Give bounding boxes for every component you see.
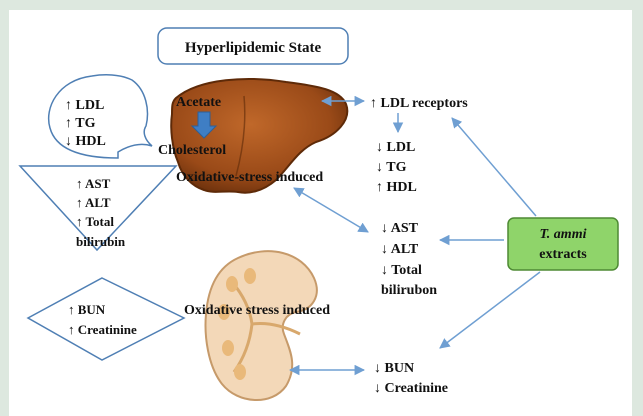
result-hdl: ↑ HDL bbox=[376, 180, 417, 195]
arrow-extract-receptors bbox=[452, 118, 536, 216]
result-creatinine: ↓ Creatinine bbox=[374, 381, 448, 396]
extract-box: T. ammi extracts bbox=[508, 218, 618, 270]
result-ast: ↓ AST bbox=[381, 221, 419, 236]
triangle-alt: ↑ ALT bbox=[76, 195, 111, 210]
result-ldl: ↓ LDL bbox=[376, 140, 415, 155]
extract-name: T. ammi bbox=[540, 227, 587, 242]
bubble-tg: ↑ TG bbox=[65, 116, 96, 131]
arrow-stress-enzymes bbox=[294, 188, 368, 232]
ldl-receptors-label: ↑ LDL receptors bbox=[370, 96, 468, 111]
liver-illustration: Acetate Cholesterol Oxidative-stress ind… bbox=[158, 79, 347, 193]
liver-triangle: ↑ AST ↑ ALT ↑ Total bilirubin bbox=[20, 166, 176, 250]
triangle-bilirubin: bilirubin bbox=[76, 234, 126, 249]
enzyme-result-group: ↓ AST ↓ ALT ↓ Total bilirubon bbox=[381, 221, 437, 298]
result-total: ↓ Total bbox=[381, 263, 422, 278]
lipid-bubble: ↑ LDL ↑ TG ↓ HDL bbox=[49, 75, 152, 158]
arrow-extract-kidney-results bbox=[440, 272, 540, 348]
kidney-diamond: ↑ BUN ↑ Creatinine bbox=[28, 278, 184, 360]
result-alt: ↓ ALT bbox=[381, 242, 419, 257]
lipid-result-group: ↓ LDL ↓ TG ↑ HDL bbox=[376, 140, 417, 195]
liver-acetate-label: Acetate bbox=[176, 95, 221, 110]
liver-cholesterol-label: Cholesterol bbox=[158, 143, 226, 158]
diamond-creatinine: ↑ Creatinine bbox=[68, 322, 137, 337]
triangle-ast: ↑ AST bbox=[76, 176, 111, 191]
triangle-total: ↑ Total bbox=[76, 214, 114, 229]
title-text: Hyperlipidemic State bbox=[185, 40, 322, 56]
kidney-result-group: ↓ BUN ↓ Creatinine bbox=[374, 361, 448, 396]
kidney-stress-label: Oxidative stress induced bbox=[184, 303, 330, 318]
kidney-illustration: Oxidative stress induced bbox=[184, 251, 330, 400]
title-box: Hyperlipidemic State bbox=[158, 28, 348, 64]
result-bun: ↓ BUN bbox=[374, 361, 414, 376]
result-tg: ↓ TG bbox=[376, 160, 407, 175]
extract-label: extracts bbox=[539, 247, 587, 262]
bubble-hdl: ↓ HDL bbox=[65, 134, 106, 149]
diamond-bun: ↑ BUN bbox=[68, 302, 106, 317]
bubble-ldl: ↑ LDL bbox=[65, 98, 104, 113]
result-bilirubon: bilirubon bbox=[381, 283, 437, 298]
liver-stress-label: Oxidative-stress induced bbox=[176, 170, 323, 185]
